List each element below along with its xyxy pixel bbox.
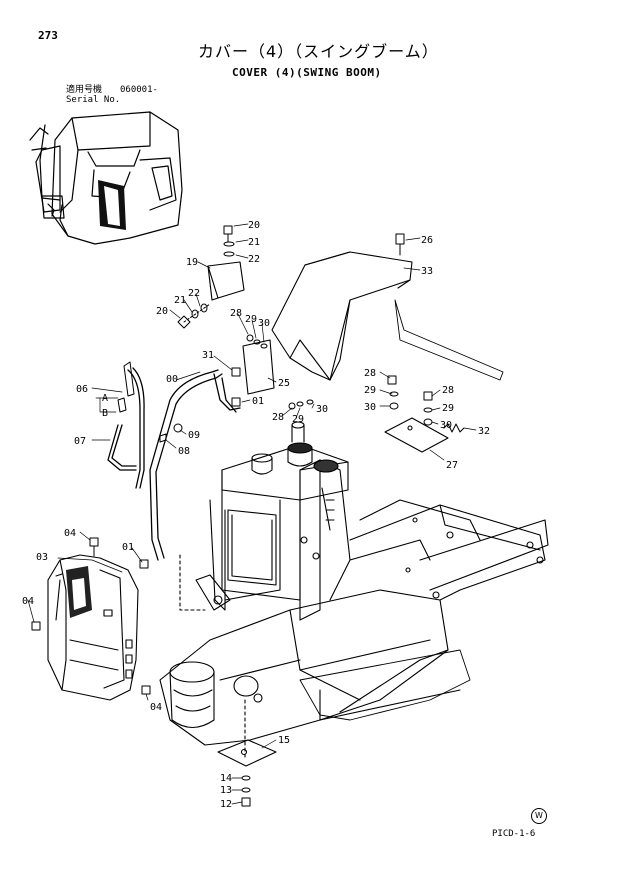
callout-30-centre: 30 <box>316 404 328 415</box>
callout-32: 32 <box>478 426 490 437</box>
callout-19: 19 <box>186 257 198 268</box>
callout-22-top: 22 <box>248 254 260 265</box>
top-cover-33 <box>271 251 504 381</box>
callout-21-top: 21 <box>248 237 260 248</box>
callout-labels: 20 21 22 26 19 33 22 21 20 28 29 30 31 0… <box>22 220 490 810</box>
callout-06: 06 <box>76 384 88 395</box>
callout-29-right: 29 <box>442 403 454 414</box>
callout-30-right-upper: 30 <box>364 402 376 413</box>
callout-04-bottom: 04 <box>150 702 162 713</box>
callout-28-upper: 28 <box>230 308 242 319</box>
serial-label-japanese: 適用号機 <box>66 85 103 95</box>
callout-00: 00 <box>166 374 178 385</box>
callout-a: A <box>102 393 108 404</box>
callout-21-left: 21 <box>174 295 186 306</box>
side-cover-03 <box>47 554 139 701</box>
callout-28-centre: 28 <box>272 412 284 423</box>
callout-30-upper: 30 <box>258 318 270 329</box>
w-circle-mark: W <box>531 808 547 824</box>
callout-30-right: 30 <box>440 420 452 431</box>
callout-27: 27 <box>446 460 458 471</box>
excavator-overview-sketch <box>29 111 183 245</box>
callout-04-left: 04 <box>22 596 34 607</box>
callout-25: 25 <box>278 378 290 389</box>
callout-29-right-upper: 29 <box>364 385 376 396</box>
callout-28-right: 28 <box>442 385 454 396</box>
callout-13: 13 <box>220 785 232 796</box>
callout-08: 08 <box>178 446 190 457</box>
callout-b: B <box>102 408 108 419</box>
small-panels <box>207 261 449 767</box>
swing-boom-frame <box>159 421 549 761</box>
handrails <box>107 367 241 561</box>
page-number: 273 <box>38 29 58 42</box>
callout-28-right-upper: 28 <box>364 368 376 379</box>
hardware-bolts-washers <box>31 225 465 807</box>
serial-number: 060001- <box>120 85 158 95</box>
callout-12: 12 <box>220 799 232 810</box>
callout-33: 33 <box>421 266 433 277</box>
callout-01-upper: 01 <box>252 396 264 407</box>
callout-29-centre: 29 <box>292 414 304 425</box>
title-japanese: カバー（4）（スイングブーム） <box>198 42 439 61</box>
callout-09: 09 <box>188 430 200 441</box>
callout-29-upper: 29 <box>245 314 257 325</box>
callout-26: 26 <box>421 235 433 246</box>
callout-07: 07 <box>74 436 86 447</box>
callout-20-top: 20 <box>248 220 260 231</box>
leader-lines <box>27 223 477 805</box>
drawing-code: PICD-1-6 <box>492 829 536 839</box>
callout-22-left: 22 <box>188 288 200 299</box>
callout-14: 14 <box>220 773 232 784</box>
callout-15: 15 <box>278 735 290 746</box>
callout-04-top: 04 <box>64 528 76 539</box>
title-english: COVER (4)(SWING BOOM) <box>232 66 382 79</box>
serial-label-english: Serial No. <box>66 95 121 105</box>
callout-03: 03 <box>36 552 48 563</box>
callout-31: 31 <box>202 350 214 361</box>
callout-01-lower: 01 <box>122 542 134 553</box>
callout-20-left: 20 <box>156 306 168 317</box>
